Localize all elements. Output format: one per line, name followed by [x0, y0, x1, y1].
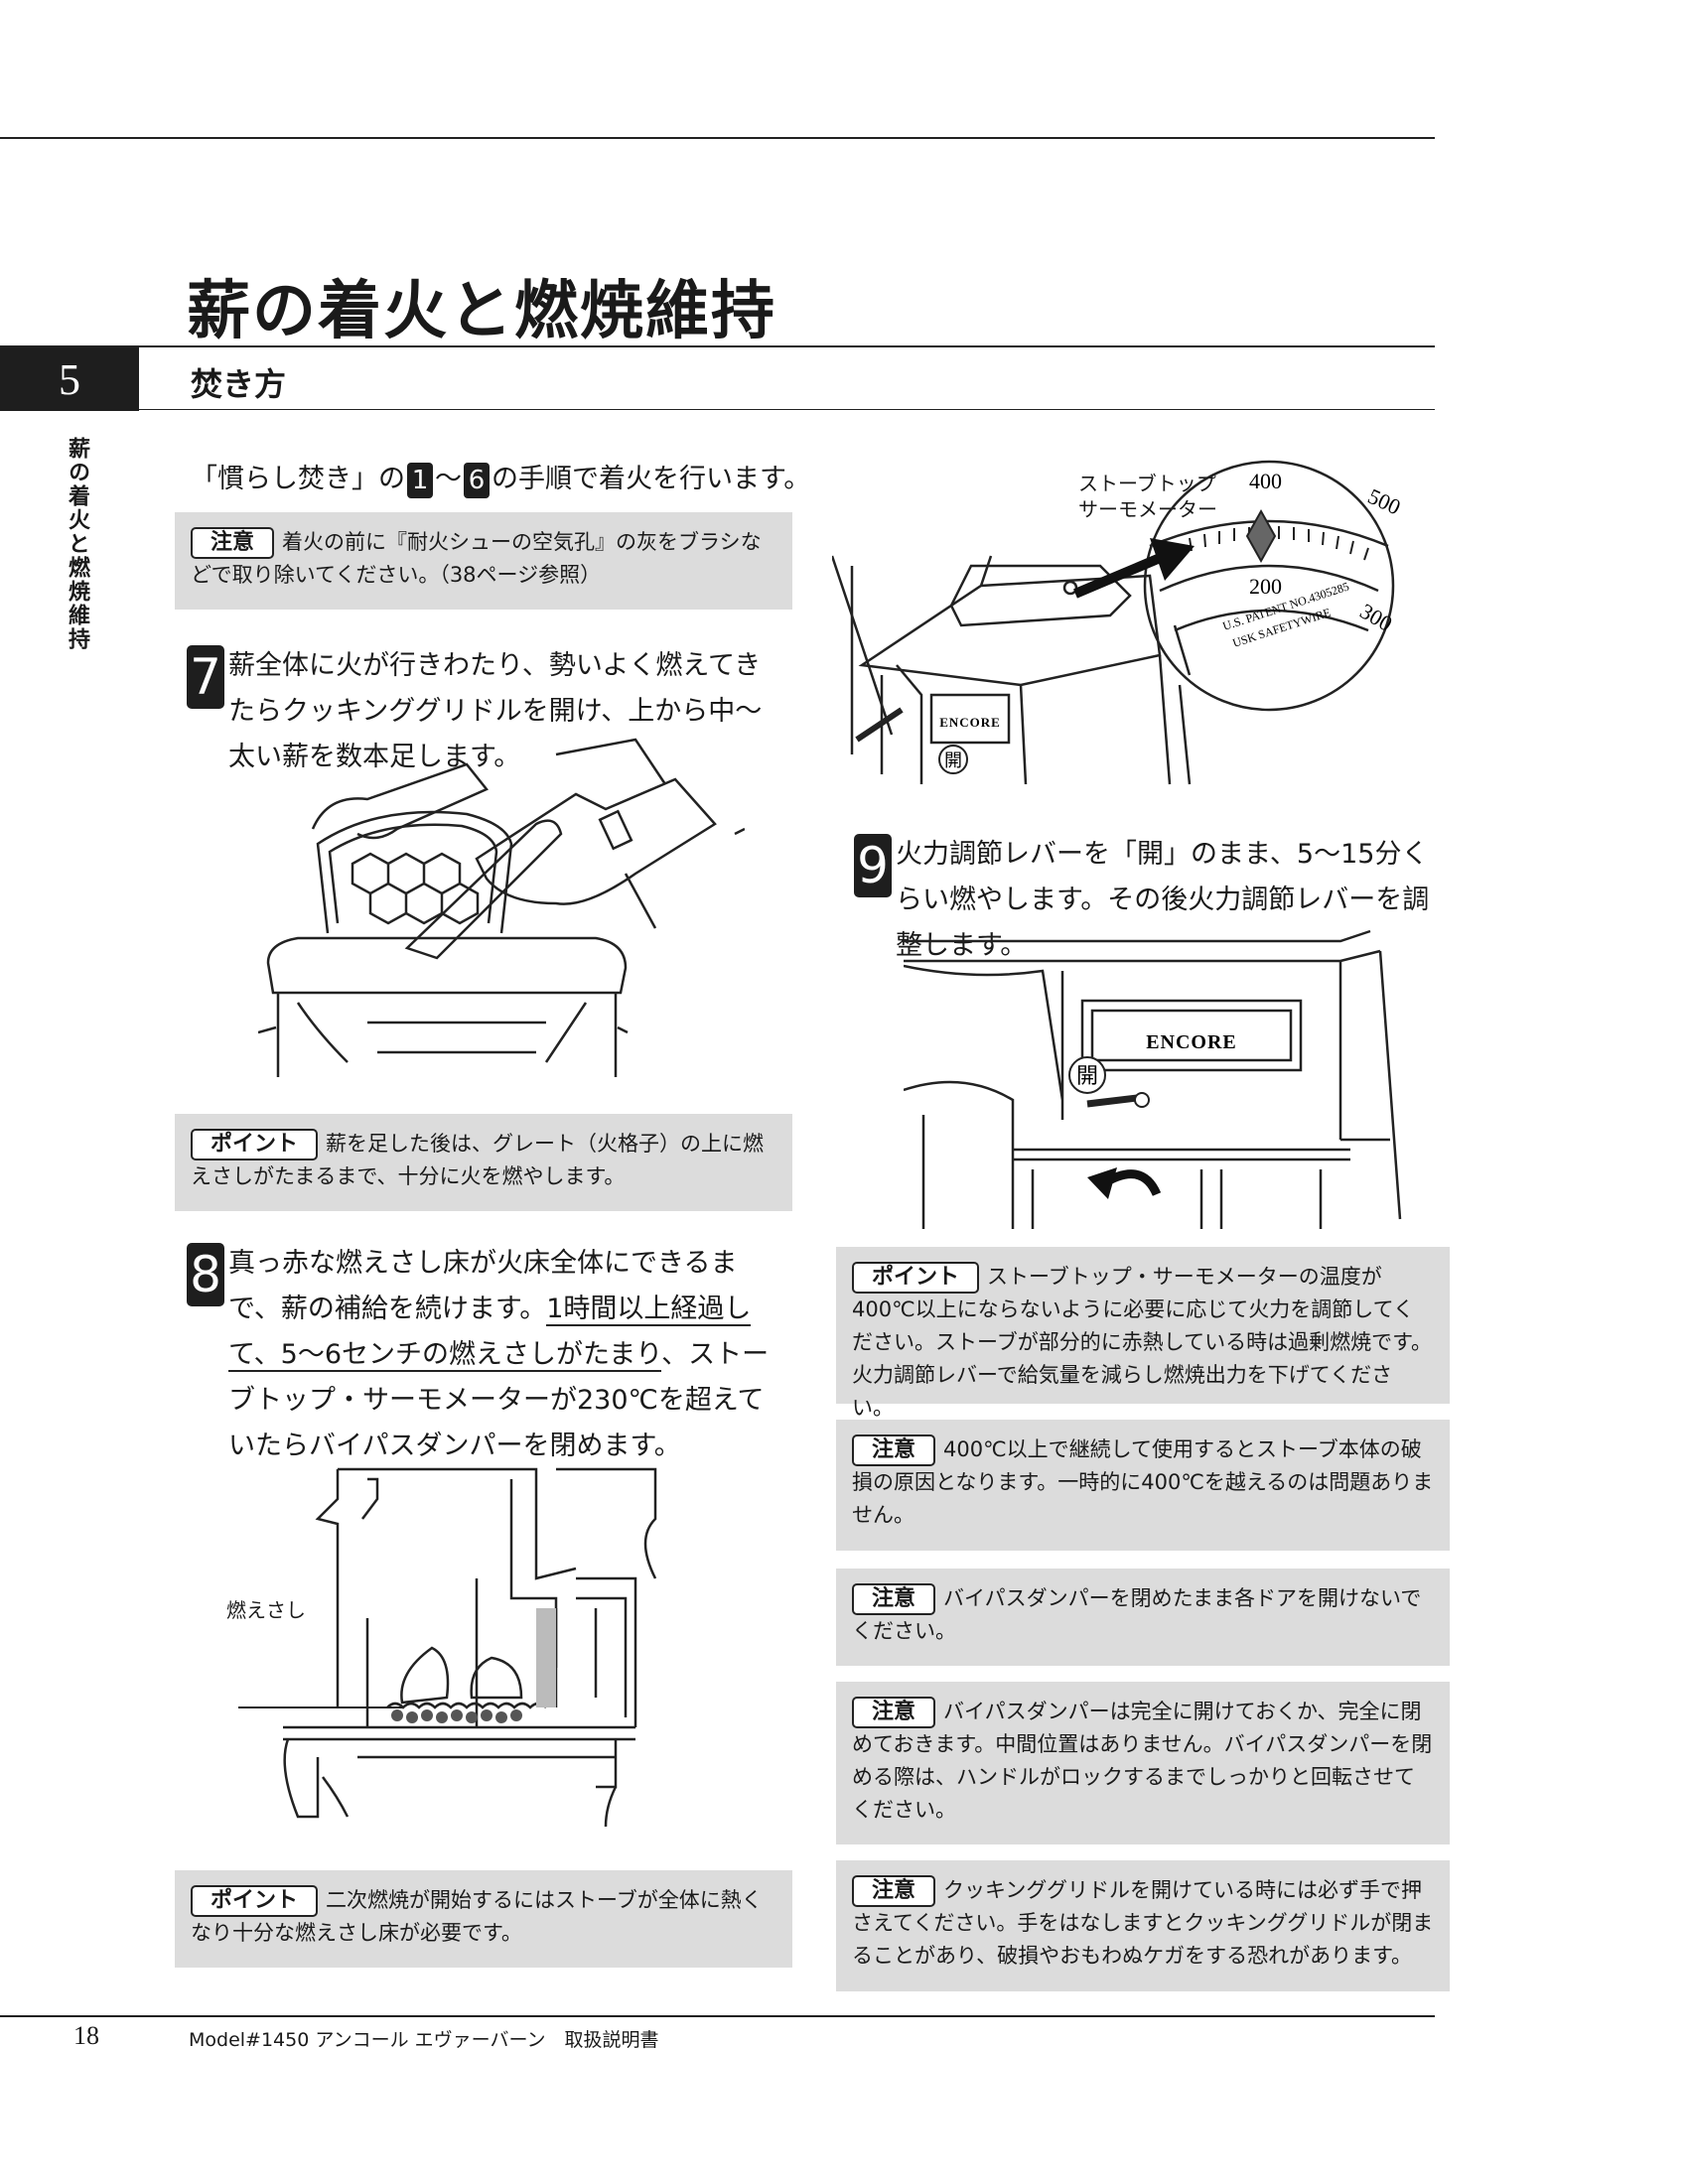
- figure-adding-logs: [258, 738, 745, 1077]
- title-rule: [0, 345, 1435, 347]
- caution-tag: 注意: [852, 1434, 936, 1466]
- step-8: 8 真っ赤な燃えさし床が火床全体にできるまで、薪の補給を続けます。1時間以上経過…: [187, 1241, 782, 1469]
- section-rule: [139, 409, 1435, 410]
- step-8-text-b: 、ストーブトップ・サーモメーターが230℃を超えていたらバイパスダンパーを閉めま…: [228, 1339, 770, 1461]
- point-tag: ポイント: [852, 1262, 980, 1294]
- footer-rule: [0, 2015, 1435, 2017]
- step-9: 9 火力調節レバーを「開」のまま、5〜15分くらい燃やします。その後火力調節レバ…: [854, 832, 1450, 969]
- step-8-number: 8: [187, 1243, 224, 1306]
- caution-note-4: 注意クッキンググリドルを開けている時には必ず手で押さえてください。手をはなします…: [836, 1860, 1450, 1991]
- point-tag: ポイント: [191, 1885, 319, 1917]
- intro-tilde: 〜: [435, 464, 462, 494]
- section-number: 5: [0, 347, 139, 411]
- step-ref-1: 1: [407, 462, 433, 498]
- dial-400: 400: [1249, 469, 1282, 493]
- point-text: 二次燃焼が開始するにはストーブが全体に熱くなり十分な燃えさし床が必要です。: [191, 1888, 763, 1945]
- stove-brand-lever: ENCORE: [1146, 1031, 1237, 1053]
- point-note-step8: ポイント二次燃焼が開始するにはストーブが全体に熱くなり十分な燃えさし床が必要です…: [175, 1870, 792, 1968]
- caution-note-3: 注意バイパスダンパーは完全に開けておくか、完全に閉めておきます。中間位置はありま…: [836, 1682, 1450, 1844]
- step-8-text: 真っ赤な燃えさし床が火床全体にできるまで、薪の補給を続けます。1時間以上経過して…: [228, 1241, 782, 1469]
- open-mark-top: 開: [944, 751, 962, 770]
- open-mark-lever: 開: [1076, 1063, 1098, 1088]
- step-7-number: 7: [187, 645, 224, 709]
- figure-thermometer: 開 ENCORE 400 500 200 300 U.S. PATENT NO.…: [832, 460, 1404, 785]
- side-tab: 薪の着火と燃焼維持: [65, 437, 90, 651]
- step-8-text-underlined: 1時間以上経過して、5〜6センチの燃えさしがたまり: [228, 1294, 752, 1372]
- stove-brand-top: ENCORE: [939, 715, 1001, 730]
- label-thermometer-line2: サーモメーター: [1078, 497, 1217, 521]
- intro-text-end: の手順で着火を行います。: [492, 464, 811, 494]
- step-7-text: 薪全体に火が行きわたり、勢いよく燃えてきたらクッキンググリドルを開け、上から中〜…: [228, 650, 763, 772]
- dial-200: 200: [1249, 574, 1282, 599]
- caution-tag: 注意: [852, 1697, 936, 1728]
- header-rule: [0, 137, 1435, 139]
- point-text: ストーブトップ・サーモメーターの温度が400℃以上にならないように必要に応じて火…: [852, 1265, 1433, 1420]
- point-note-step7: ポイント薪を足した後は、グレート（火格子）の上に燃えさしがたまるまで、十分に火を…: [175, 1114, 792, 1211]
- point-note-step9: ポイントストーブトップ・サーモメーターの温度が400℃以上にならないように必要に…: [836, 1247, 1450, 1420]
- figure-air-lever: 開 ENCORE: [904, 929, 1402, 1229]
- section-name: 焚き方: [191, 365, 287, 403]
- caution-text: バイパスダンパーは完全に開けておくか、完全に閉めておきます。中間位置はありません…: [852, 1700, 1433, 1822]
- step-ref-6: 6: [464, 462, 490, 498]
- caution-text: 着火の前に『耐火シューの空気孔』の灰をブラシなどで取り除いてください。（38ペー…: [191, 530, 762, 587]
- step-8-text-a: 真っ赤な燃えさし床が火床全体にできるまで、薪の補給を続けます。: [228, 1248, 738, 1324]
- step-9-text: 火力調節レバーを「開」のまま、5〜15分くらい燃やします。その後火力調節レバーを…: [896, 839, 1430, 961]
- point-tag: ポイント: [191, 1129, 319, 1160]
- point-text: 薪を足した後は、グレート（火格子）の上に燃えさしがたまるまで、十分に火を燃やしま…: [191, 1132, 765, 1188]
- caution-tag: 注意: [852, 1583, 936, 1615]
- caution-tag: 注意: [191, 527, 275, 559]
- caution-text: 400℃以上で継続して使用するとストーブ本体の破損の原因となります。一時的に40…: [852, 1437, 1434, 1527]
- manual-title: Model#1450 アンコール エヴァーバーン 取扱説明書: [189, 2029, 659, 2051]
- label-thermometer: ストーブトップ サーモメーター: [1078, 471, 1217, 522]
- step-9-number: 9: [854, 834, 892, 897]
- caution-tag: 注意: [852, 1875, 936, 1907]
- step-7: 7 薪全体に火が行きわたり、勢いよく燃えてきたらクッキンググリドルを開け、上から…: [187, 643, 782, 780]
- page-title: 薪の着火と燃焼維持: [187, 274, 776, 348]
- intro-text: 「慣らし焚き」の: [191, 464, 405, 494]
- label-thermometer-line1: ストーブトップ: [1078, 472, 1216, 495]
- caution-text: クッキンググリドルを開けている時には必ず手で押さえてください。手をはなしますとク…: [852, 1878, 1434, 1968]
- caution-note-top: 注意着火の前に『耐火シューの空気孔』の灰をブラシなどで取り除いてください。（38…: [175, 512, 792, 610]
- caution-text: バイパスダンパーを閉めたまま各ドアを開けないでください。: [852, 1586, 1422, 1643]
- label-embers: 燃えさし: [226, 1598, 306, 1622]
- caution-note-2: 注意バイパスダンパーを閉めたまま各ドアを開けないでください。: [836, 1569, 1450, 1666]
- page-number: 18: [73, 2021, 99, 2050]
- figure-stove-cross-section: [238, 1467, 657, 1828]
